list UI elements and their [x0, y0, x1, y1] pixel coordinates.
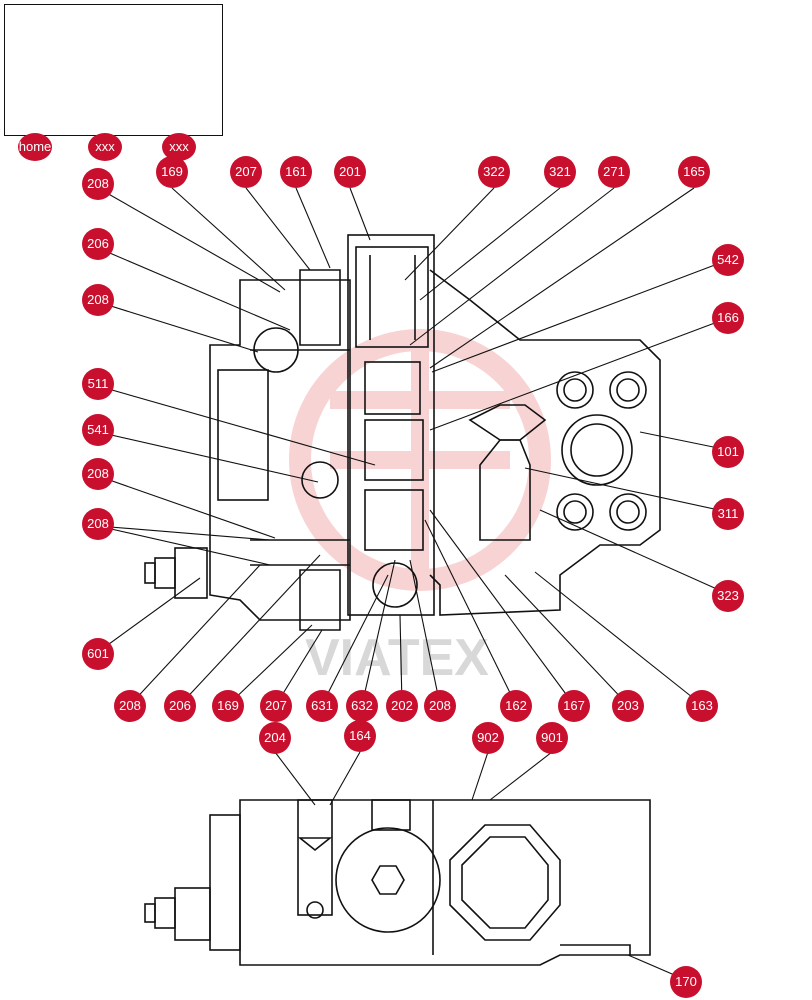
callout-206-b[interactable]: 206: [164, 690, 196, 722]
callout-208-e[interactable]: 208: [114, 690, 146, 722]
callout-632[interactable]: 632: [346, 690, 378, 722]
callout-101[interactable]: 101: [712, 436, 744, 468]
callout-541[interactable]: 541: [82, 414, 114, 446]
callout-201[interactable]: 201: [334, 156, 366, 188]
callout-207-top[interactable]: 207: [230, 156, 262, 188]
nav-tab-xxx-1[interactable]: xxx: [88, 133, 122, 161]
watermark-logo: [289, 329, 551, 591]
callout-206-a[interactable]: 206: [82, 228, 114, 260]
callout-542[interactable]: 542: [712, 244, 744, 276]
callout-170[interactable]: 170: [670, 966, 702, 998]
callout-601[interactable]: 601: [82, 638, 114, 670]
callout-164[interactable]: 164: [344, 720, 376, 752]
callout-322[interactable]: 322: [478, 156, 510, 188]
main-valve-body: [144, 234, 661, 631]
callout-208-b[interactable]: 208: [82, 284, 114, 316]
callout-202[interactable]: 202: [386, 690, 418, 722]
callout-323[interactable]: 323: [712, 580, 744, 612]
callout-204[interactable]: 204: [259, 722, 291, 754]
callout-901[interactable]: 901: [536, 722, 568, 754]
callout-167[interactable]: 167: [558, 690, 590, 722]
callout-902[interactable]: 902: [472, 722, 504, 754]
callout-208-c[interactable]: 208: [82, 458, 114, 490]
callout-208-d[interactable]: 208: [82, 508, 114, 540]
callout-203[interactable]: 203: [612, 690, 644, 722]
bottom-view-body: [144, 799, 651, 966]
callout-311[interactable]: 311: [712, 498, 744, 530]
callout-208-f[interactable]: 208: [424, 690, 456, 722]
watermark-text: VIATEX: [305, 629, 489, 687]
callout-166[interactable]: 166: [712, 302, 744, 334]
callout-208-a[interactable]: 208: [82, 168, 114, 200]
callout-169-top[interactable]: 169: [156, 156, 188, 188]
callout-162[interactable]: 162: [500, 690, 532, 722]
callout-631[interactable]: 631: [306, 690, 338, 722]
callout-165[interactable]: 165: [678, 156, 710, 188]
nav-tab-home[interactable]: home: [18, 133, 52, 161]
callout-321[interactable]: 321: [544, 156, 576, 188]
callout-163[interactable]: 163: [686, 690, 718, 722]
callout-271[interactable]: 271: [598, 156, 630, 188]
callout-161[interactable]: 161: [280, 156, 312, 188]
callout-169-bottom[interactable]: 169: [212, 690, 244, 722]
thumbnail-frame: [4, 4, 223, 136]
callout-207-bottom[interactable]: 207: [260, 690, 292, 722]
callout-511[interactable]: 511: [82, 368, 114, 400]
